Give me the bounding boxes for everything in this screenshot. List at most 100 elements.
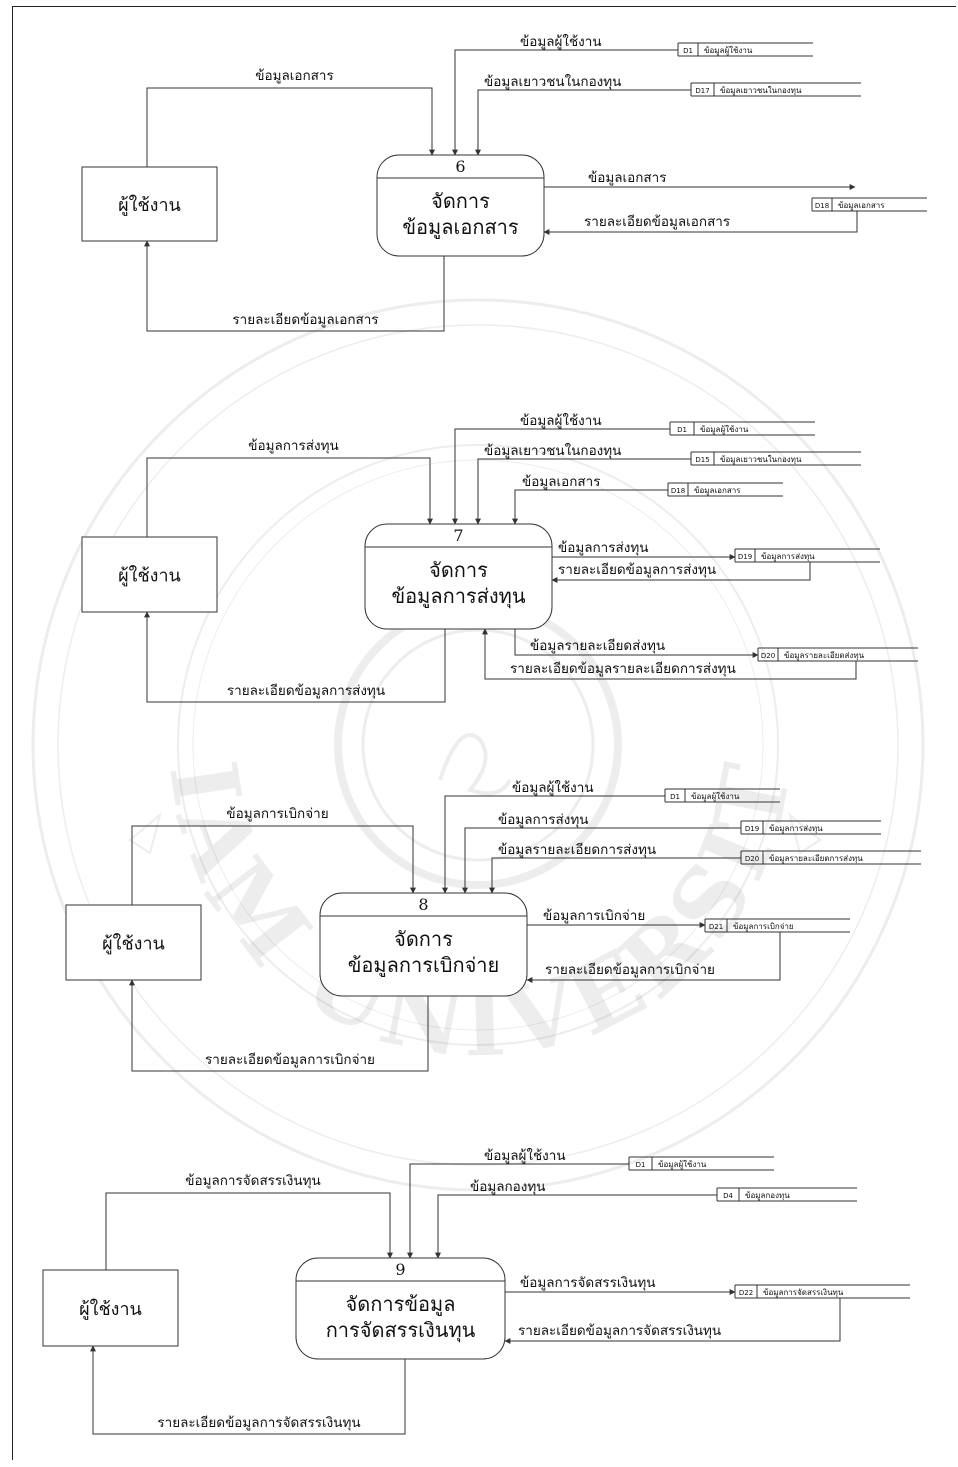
data-store-name: ข้อมูลเยาวชนในกองทุน [720, 455, 802, 465]
flow-store-read-label: รายละเอียดข้อมูลการส่งทุน [558, 562, 716, 578]
flow-store-input-label: ข้อมูลผู้ใช้งาน [520, 33, 602, 50]
flow-store-input-line [512, 489, 668, 525]
external-entity-label: ผู้ใช้งาน [102, 933, 165, 955]
external-entity-box [81, 536, 218, 613]
data-store: D19 ข้อมูลการส่งทุน [740, 820, 881, 835]
external-entity-box [42, 1269, 179, 1347]
flow-store-input-line [452, 428, 670, 525]
flow-store-input-line [407, 1163, 629, 1259]
flow-input-label: ข้อมูลการเบิกจ่าย [226, 806, 328, 822]
data-store-name: ข้อมูลผู้ใช้งาน [691, 792, 740, 802]
flow-store-input-line [452, 49, 678, 156]
flow-store-input-label: ข้อมูลเอกสาร [522, 474, 600, 490]
external-entity-label: ผู้ใช้งาน [79, 1298, 142, 1320]
flow-store-read-label: รายละเอียดข้อมูลการเบิกจ่าย [545, 962, 715, 978]
data-store-name: ข้อมูลเยาวชนในกองทุน [720, 86, 802, 96]
flow-store-read-label: รายละเอียดข้อมูลการจัดสรรเงินทุน [518, 1323, 721, 1339]
data-store-name: ข้อมูลการส่งทุน [761, 552, 815, 562]
data-store-name: ข้อมูลการส่งทุน [769, 824, 823, 834]
data-store-id: D20 [745, 855, 759, 863]
process-box [364, 523, 553, 630]
data-store-id: D22 [739, 1289, 753, 1297]
flow-input-line [146, 457, 433, 537]
data-store-id: D1 [670, 793, 680, 801]
external-entity-box [81, 166, 218, 242]
flow-store-read-line [543, 211, 858, 235]
data-store-id: D17 [695, 87, 709, 95]
data-store-id: D18 [815, 202, 829, 210]
flow-output-label: รายละเอียดข้อมูลเอกสาร [232, 312, 378, 328]
data-store: D20 ข้อมูลรายละเอียดส่งทุน [757, 647, 918, 662]
data-store-id: D20 [761, 652, 775, 660]
flow-store-read-line [482, 628, 857, 680]
process-number: 8 [418, 895, 428, 914]
external-entity-box [65, 904, 202, 981]
process-name-line-1: จัดการ [431, 189, 490, 213]
flow-store-input-line [462, 827, 741, 894]
process-name-line-2: ข้อมูลการเบิกจ่าย [348, 953, 500, 978]
flow-output-label: รายละเอียดข้อมูลการส่งทุน [227, 683, 385, 699]
data-store: D20 ข้อมูลรายละเอียดการส่งทุน [740, 850, 921, 865]
flow-store-write-label: ข้อมูลเอกสาร [588, 170, 666, 186]
flow-store-input-label: ข้อมูลผู้ใช้งาน [484, 1147, 566, 1164]
flow-input-label: ข้อมูลการส่งทุน [248, 438, 338, 454]
flow-store-read-label: รายละเอียดข้อมูลเอกสาร [584, 214, 730, 230]
flow-store-write-label: ข้อมูลการส่งทุน [558, 540, 648, 556]
flow-store-write-line [514, 629, 759, 658]
flow-output-line [144, 611, 446, 703]
flow-input-line [131, 825, 416, 905]
data-store: D18 ข้อมูลเอกสาร [811, 197, 927, 212]
flow-store-read-line [504, 1298, 841, 1344]
data-store: D1 ข้อมูลผู้ใช้งาน [664, 788, 780, 803]
process-9-group: ผู้ใช้งาน 9 จัดการข้อมูลการจัดสรรเงินทุน ข้… [42, 1147, 910, 1435]
process-name-line-2: ข้อมูลเอกสาร [402, 215, 519, 240]
data-store-name: ข้อมูลการเบิกจ่าย [733, 922, 794, 932]
flow-store-input-line [489, 857, 741, 894]
flow-output-label: รายละเอียดข้อมูลการเบิกจ่าย [205, 1052, 375, 1068]
data-store-name: ข้อมูลเอกสาร [694, 486, 741, 496]
data-store-name: ข้อมูลการจัดสรรเงินทุน [763, 1288, 844, 1298]
flow-store-input-line [475, 89, 691, 156]
flow-store-input-line [475, 458, 691, 525]
data-store-name: ข้อมูลเอกสาร [838, 201, 885, 211]
data-store-id: D1 [636, 1161, 646, 1169]
process-number: 9 [395, 1260, 405, 1279]
data-store-id: D1 [677, 426, 687, 434]
data-store-name: ข้อมูลรายละเอียดการส่งทุน [769, 854, 863, 864]
data-store-name: ข้อมูลรายละเอียดส่งทุน [784, 651, 865, 661]
data-store-id: D4 [723, 1192, 733, 1200]
process-name-line-1: จัดการ [429, 558, 488, 582]
data-store-name: ข้อมูลผู้ใช้งาน [700, 425, 749, 435]
process-name-line-1: จัดการข้อมูล [346, 1292, 456, 1317]
process-number: 7 [453, 526, 463, 545]
flow-input-line [146, 87, 435, 167]
external-entity-label: ผู้ใช้งาน [118, 194, 181, 216]
flow-store-input-label: ข้อมูลกองทุน [470, 1179, 546, 1195]
flow-store-input-label: ข้อมูลผู้ใช้งาน [512, 779, 594, 796]
flow-store-input-label: ข้อมูลเยาวชนในกองทุน [484, 73, 621, 90]
process-6-group: ผู้ใช้งาน6จัดการข้อมูลเอกสารข้อมูลเอกสาร… [81, 33, 927, 332]
flow-output-line [129, 979, 429, 1072]
flow-output-line [144, 240, 445, 332]
process-name-line-2: การจัดสรรเงินทุน [326, 1318, 476, 1343]
process-8-group: ผู้ใช้งาน8จัดการข้อมูลการเบิกจ่ายข้อมูลก… [65, 779, 921, 1072]
process-name-line-1: จัดการ [394, 927, 453, 951]
data-store-id: D19 [745, 825, 759, 833]
data-store: D17 ข้อมูลเยาวชนในกองทุน [690, 82, 861, 97]
flow-store-write-label: ข้อมูลรายละเอียดส่งทุน [530, 638, 665, 654]
data-store-id: D19 [738, 553, 752, 561]
flow-input-line [105, 1192, 393, 1270]
flow-store-input-label: ข้อมูลการส่งทุน [498, 812, 588, 828]
flow-store-input-label: ข้อมูลเยาวชนในกองทุน [484, 442, 621, 459]
process-box [376, 154, 545, 257]
process-7-group: ผู้ใช้งาน7จัดการข้อมูลการส่งทุนข้อมูลการ… [81, 412, 918, 703]
flow-store-write-label: ข้อมูลการเบิกจ่าย [543, 908, 645, 924]
flow-output-line [90, 1345, 406, 1435]
